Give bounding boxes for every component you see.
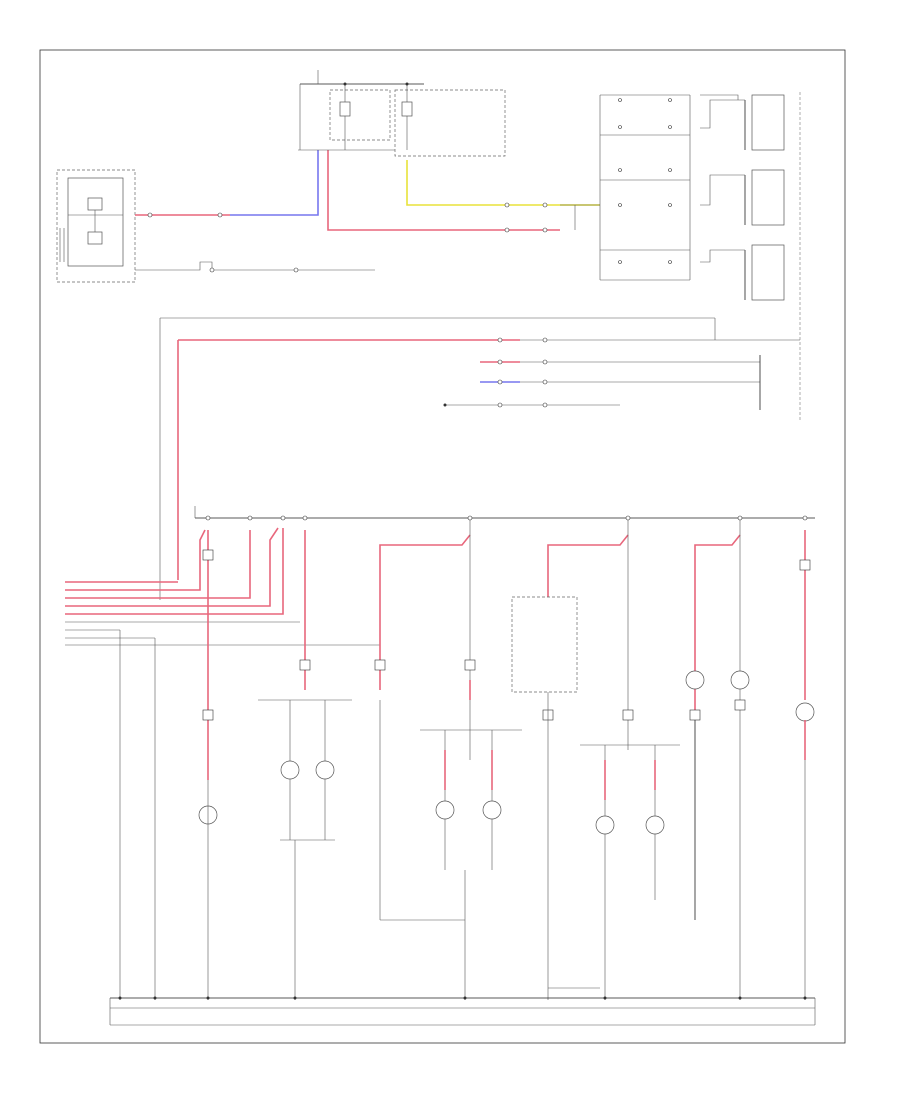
left-switch-component — [56, 169, 136, 283]
ground-bus — [109, 996, 816, 1026]
control-module — [511, 596, 600, 1000]
diagram-frame — [39, 49, 846, 1044]
right-lamp-array — [560, 92, 801, 420]
lamp-group-1 — [198, 699, 352, 1000]
fuse-block — [298, 70, 506, 157]
lamp-group-4 — [685, 670, 815, 1000]
cluster-wires — [159, 317, 800, 600]
branch-connectors — [202, 549, 811, 721]
lamp-group-3 — [580, 744, 680, 1000]
lamp-group-2 — [379, 700, 522, 1000]
left-harness — [65, 527, 380, 1000]
